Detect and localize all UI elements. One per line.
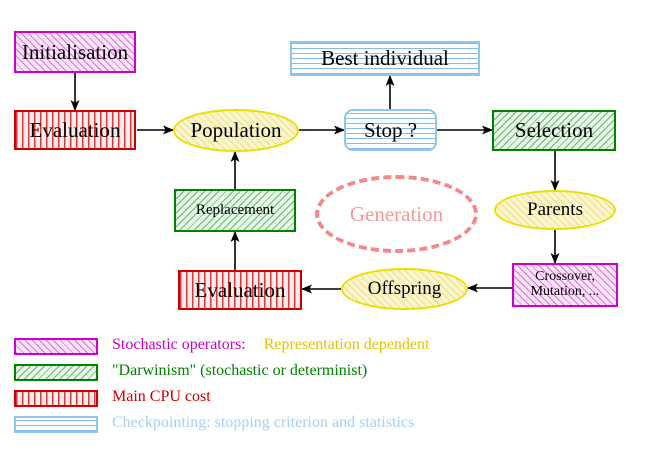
node-replacement: Replacement <box>174 189 296 232</box>
legend-label-stochastic: Stochastic operators: Representation dep… <box>112 336 429 354</box>
legend-row-darwinism: "Darwinism" (stochastic or determinist) <box>0 362 670 390</box>
legend-label-stochastic-secondary: Representation dependent <box>263 336 430 353</box>
node-evaluation-top-label: Evaluation <box>29 117 121 142</box>
node-parents-label: Parents <box>527 199 583 221</box>
node-operators-label: Crossover, Mutation, ... <box>530 269 600 299</box>
legend-label-cpu-cost: Main CPU cost <box>112 388 211 405</box>
node-stop-label: Stop ? <box>363 117 418 142</box>
legend-row-checkpointing: Checkpointing: stopping criterion and st… <box>0 414 670 442</box>
node-initialisation: Initialisation <box>14 31 136 73</box>
node-selection: Selection <box>492 110 616 151</box>
node-parents: Parents <box>494 190 616 230</box>
node-offspring: Offspring <box>341 268 468 310</box>
node-population-label: Population <box>190 118 282 143</box>
node-evaluation-bottom-label: Evaluation <box>194 277 286 302</box>
legend-label-checkpointing: Checkpointing: stopping criterion and st… <box>112 414 415 431</box>
node-offspring-label: Offspring <box>367 278 442 300</box>
node-best-individual-label: Best individual <box>321 46 449 71</box>
node-evaluation-top: Evaluation <box>14 110 136 150</box>
node-population: Population <box>173 109 299 152</box>
legend-swatch-darwinism <box>14 364 98 381</box>
legend-swatch-checkpointing <box>14 416 98 433</box>
legend-label-darwinism: "Darwinism" (stochastic or determinist) <box>112 362 368 379</box>
node-evaluation-bottom: Evaluation <box>178 270 302 310</box>
legend-swatch-stochastic <box>14 338 98 355</box>
node-replacement-label: Replacement <box>195 201 275 218</box>
legend-label-stochastic-primary: Stochastic operators: <box>112 336 246 353</box>
legend-swatch-cpu-cost <box>14 390 98 407</box>
node-generation-annotation: Generation <box>315 175 478 253</box>
legend-row-cpu-cost: Main CPU cost <box>0 388 670 416</box>
node-generation-label: Generation <box>349 201 444 226</box>
node-initialisation-label: Initialisation <box>21 39 129 64</box>
legend-row-stochastic: Stochastic operators: Representation dep… <box>0 336 670 364</box>
node-best-individual: Best individual <box>290 41 480 76</box>
node-operators: Crossover, Mutation, ... <box>512 263 618 307</box>
legend: Stochastic operators: Representation dep… <box>0 336 670 442</box>
node-selection-label: Selection <box>514 118 594 143</box>
node-stop: Stop ? <box>344 109 437 151</box>
